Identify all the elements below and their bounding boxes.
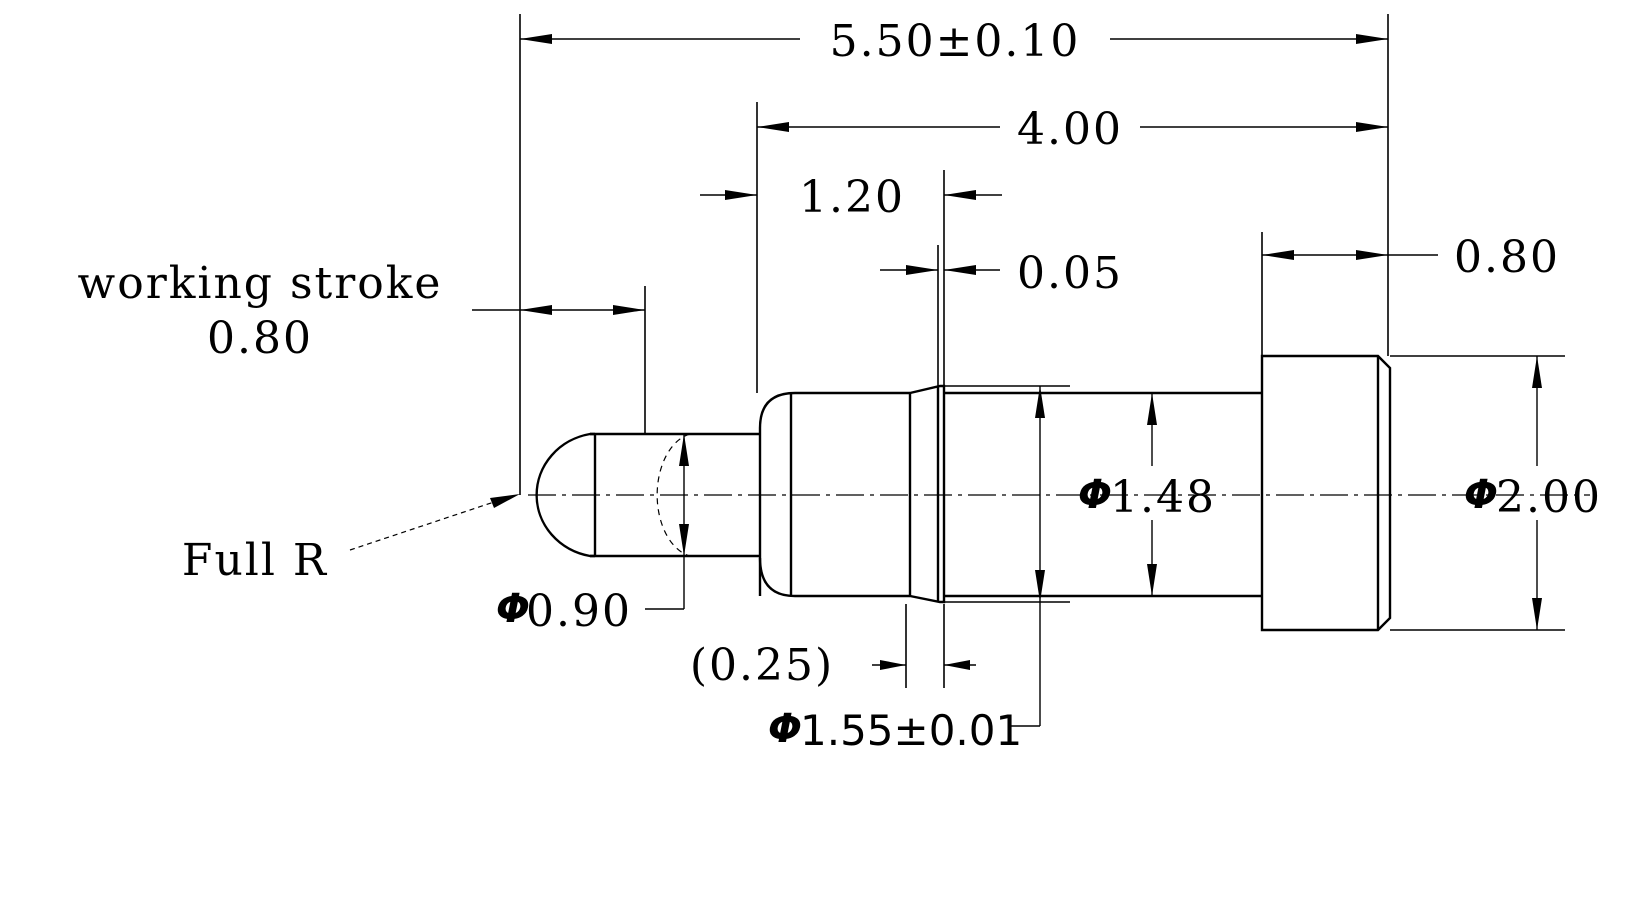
extension-lines [519,14,1565,688]
dim-working-stroke: working stroke 0.80 [78,258,645,364]
collar [909,384,946,604]
dim-head-length: 0.80 [1262,232,1560,283]
head-length-label: 0.80 [1454,232,1560,283]
tip-diameter-symbol: Φ [496,586,530,632]
collar-offset-label: 1.20 [799,172,905,223]
overall-length-label: 5.50±0.10 [830,16,1081,67]
tip-diameter-label: 0.90 [526,586,632,637]
dim-head-diameter: Φ 2.00 [1464,356,1602,630]
head [1260,354,1392,632]
dim-barrel-diameter: Φ 1.48 [1078,393,1216,596]
dim-body-length: 4.00 [757,104,1388,155]
collar-diameter-label: 1.55±0.01 [800,706,1022,755]
dim-tip-radius: Full R [182,494,520,586]
dim-taper-length: (0.25) [690,640,976,691]
tip-radius-label: Full R [182,535,328,586]
collar-diameter-symbol: Φ [768,706,802,752]
barrel-diameter-label: 1.48 [1110,472,1216,523]
taper-length-label: (0.25) [690,640,834,691]
dim-groove-width: 0.05 [880,248,1123,299]
head-diameter-label: 2.00 [1496,472,1602,523]
barrel-diameter-symbol: Φ [1078,472,1112,518]
head-diameter-symbol: Φ [1464,472,1498,518]
dim-collar-diameter: Φ 1.55±0.01 [768,386,1045,755]
body-length-label: 4.00 [1017,104,1123,155]
barrel-front-bottom [758,557,796,598]
part-outline [535,354,1392,632]
working-stroke-label: working stroke [78,258,443,309]
dim-tip-diameter: Φ 0.90 [496,434,689,637]
dim-collar-offset: 1.20 [700,172,1002,223]
working-stroke-value: 0.80 [207,313,313,364]
dim-overall-length: 5.50±0.10 [520,16,1388,67]
barrel-front [758,391,796,596]
groove-width-label: 0.05 [1017,248,1123,299]
